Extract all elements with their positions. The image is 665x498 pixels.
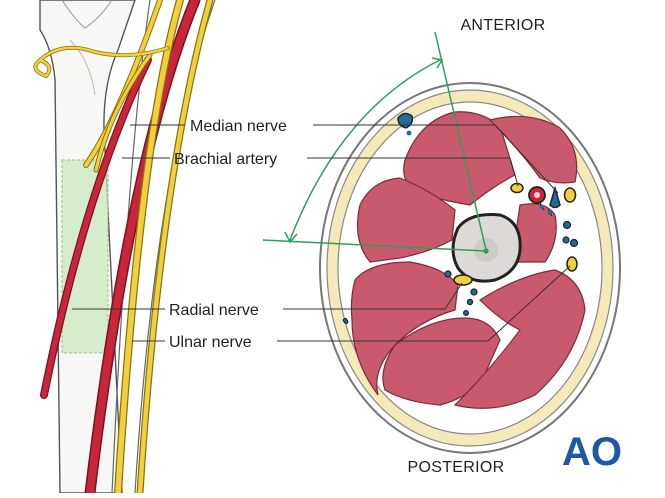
- ulnar-nerve-path: [136, 0, 214, 497]
- nerve-loop-fill: [34, 46, 170, 78]
- nerve-medial-lower: [566, 256, 578, 272]
- arm-longitudinal-view: [33, 0, 216, 498]
- leader-median-diag: [494, 124, 559, 194]
- radial-vessel-1: [444, 270, 452, 278]
- nerve-branch-fill: [94, 53, 152, 172]
- leader-lines: [72, 124, 571, 342]
- exposure-window: [61, 159, 109, 354]
- lateral-muscle: [357, 177, 456, 263]
- radial-vessel-4: [463, 310, 470, 317]
- brachial-artery-label: Brachial artery: [174, 151, 277, 168]
- arm-cross-section: [319, 82, 621, 454]
- radial-nerve-cross-section: [453, 274, 473, 286]
- humerus-highlight: [61, 0, 113, 29]
- leader-radial-diag: [444, 282, 463, 310]
- median-nerve-cross-section: [510, 182, 524, 194]
- humerus-shadow: [69, 39, 96, 96]
- leader-artery-diag: [509, 157, 519, 187]
- brachial-artery-vessel-fill: [86, 0, 199, 497]
- ulnar-nerve-cross-section: [563, 187, 577, 203]
- triceps-medial-head: [453, 269, 586, 409]
- rotation-arc: [289, 59, 441, 241]
- radial-vessel-2: [470, 288, 478, 296]
- anterior-label: ANTERIOR: [460, 17, 545, 34]
- anterior-axis-line: [434, 31, 487, 251]
- superficial-vein-small: [406, 130, 412, 136]
- vessel-dot-2: [547, 210, 553, 216]
- ulnar-nerve-path-fill: [137, 0, 213, 496]
- median-nerve-label: Median nerve: [190, 118, 287, 135]
- vein-small-3: [562, 236, 570, 244]
- vein-cross-section-1: [549, 185, 561, 209]
- leader-ulnar-diag: [487, 265, 571, 342]
- approach-arrows: [262, 31, 489, 254]
- lateral-axis-line: [262, 239, 487, 252]
- brachialis-muscle: [488, 115, 578, 184]
- lateral-vessel-fill: [41, 57, 151, 398]
- axis-center-dot: [483, 248, 489, 254]
- vein-small-1: [562, 220, 572, 230]
- vein-small-2: [569, 238, 579, 248]
- radial-vessel-3: [466, 298, 474, 306]
- ulnar-nerve-label: Ulnar nerve: [169, 334, 252, 351]
- lateral-superficial-vein: [342, 317, 349, 325]
- median-nerve-path-fill: [115, 0, 183, 496]
- vessel-dot-1: [539, 204, 545, 210]
- radial-nerve-label: Radial nerve: [169, 302, 259, 319]
- ao-logo: AO: [562, 430, 622, 474]
- artery-lumen: [534, 192, 540, 198]
- posterior-label: POSTERIOR: [408, 459, 505, 476]
